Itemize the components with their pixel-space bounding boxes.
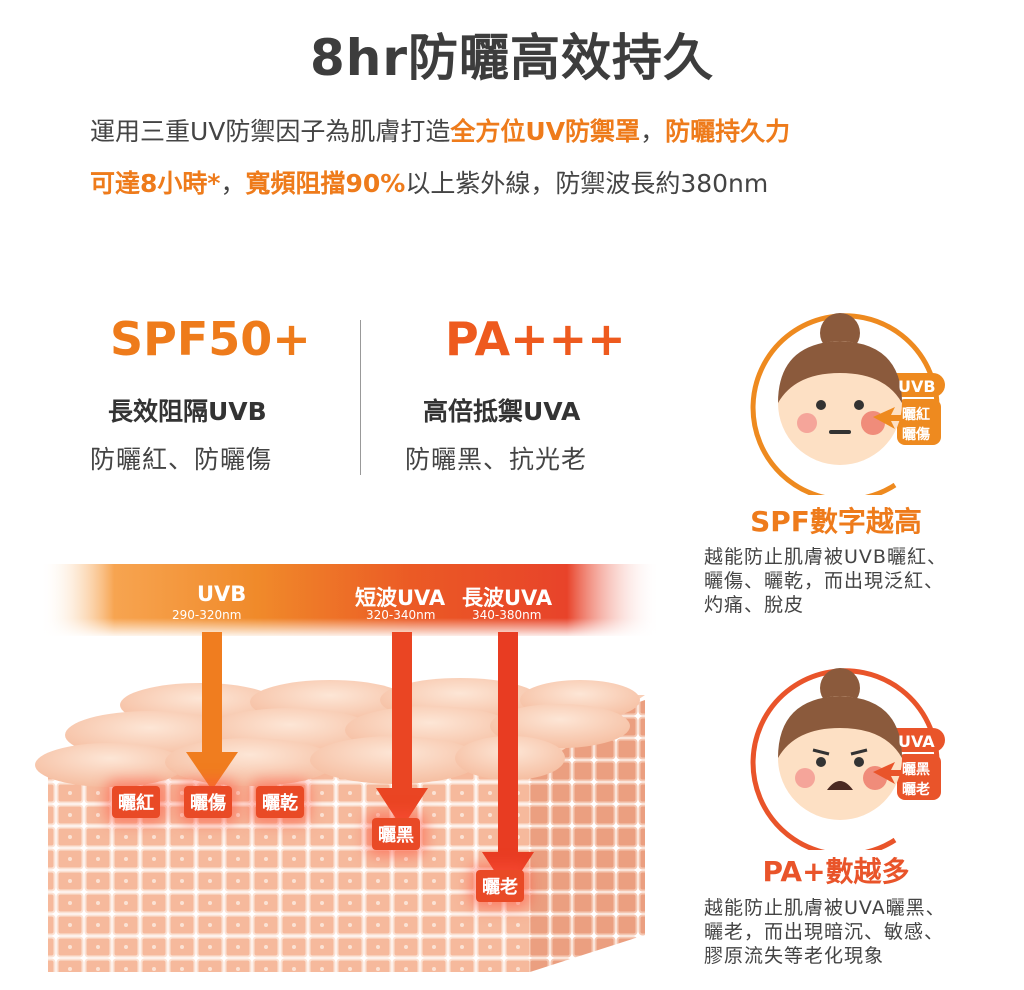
uva-tag-box xyxy=(897,754,941,800)
long-uva-band-label: 長波UVA xyxy=(462,586,553,610)
uvb-face-icon xyxy=(778,313,902,465)
pa-sub-1: 高倍抵禦UVA xyxy=(423,397,581,426)
skin-pillows xyxy=(35,678,640,787)
pa-sub-2: 防曬黑、抗光老 xyxy=(405,445,588,474)
spf-heading: SPF50+ xyxy=(110,312,311,366)
intro-highlight-2: 防曬持久力 xyxy=(665,117,791,146)
spf-side-line-3: 灼痛、脫皮 xyxy=(704,594,805,616)
intro-highlight-3: 可達8小時* xyxy=(90,169,221,198)
short-uva-band-range: 320-340nm xyxy=(366,608,436,622)
long-uva-band-range: 340-380nm xyxy=(472,608,542,622)
face-uva-tag-1: 曬黑 xyxy=(902,762,930,778)
pa-heading: PA+++ xyxy=(445,312,626,366)
spf-side-text: 越能防止肌膚被UVB曬紅、 曬傷、曬乾，而出現泛紅、 灼痛、脫皮 xyxy=(704,545,994,617)
spf-side-heading: SPF數字越高 xyxy=(750,505,922,538)
pa-side-line-3: 膠原流失等老化現象 xyxy=(704,945,885,967)
face-uva-illustration xyxy=(750,668,945,850)
uvb-tag-box xyxy=(897,399,941,445)
skin-tag-dry: 曬乾 xyxy=(256,786,304,818)
face-uva-tag-2: 曬老 xyxy=(902,782,930,798)
intro-text-1: 運用三重UV防禦因子為肌膚打造 xyxy=(90,117,451,146)
pa-side-line-1: 越能防止肌膚被UVA曬黑、 xyxy=(704,897,946,919)
uv-band-fade xyxy=(40,564,660,636)
intro-line-1: 運用三重UV防禦因子為肌膚打造全方位UV防禦罩，防曬持久力 xyxy=(90,106,970,158)
intro-line-2: 可達8小時*，寬頻阻擋90%以上紫外線，防禦波長約380nm xyxy=(90,158,970,210)
spf-side-line-2: 曬傷、曬乾，而出現泛紅、 xyxy=(704,570,945,592)
skin-tag-red: 曬紅 xyxy=(112,786,160,818)
uva-ring xyxy=(750,668,940,850)
face-uva-label: UVA xyxy=(898,732,935,751)
face-uvb-label: UVB xyxy=(898,377,936,396)
intro-highlight-1: 全方位UV防禦罩 xyxy=(450,117,641,146)
uvb-pointer-icon xyxy=(873,407,903,429)
skin-illustration xyxy=(35,564,660,972)
spf-side-line-1: 越能防止肌膚被UVB曬紅、 xyxy=(704,546,947,568)
skin-tag-aging: 曬老 xyxy=(476,870,524,902)
page-title: 8hr防曬高效持久 xyxy=(309,29,715,87)
uvb-band-range: 290-320nm xyxy=(172,608,242,622)
uvb-arrow xyxy=(186,632,238,790)
intro-text: 運用三重UV防禦因子為肌膚打造全方位UV防禦罩，防曬持久力 可達8小時*，寬頻阻… xyxy=(90,106,970,210)
pa-side-heading: PA+數越多 xyxy=(762,855,910,888)
pa-side-line-2: 曬老，而出現暗沉、敏感、 xyxy=(704,921,945,943)
skin-tag-dark: 曬黑 xyxy=(372,818,420,850)
intro-text-3: ， xyxy=(220,169,246,198)
face-uvb-tag-1: 曬紅 xyxy=(902,407,930,423)
skin-tag-burn: 曬傷 xyxy=(184,786,232,818)
intro-text-2: ， xyxy=(640,117,666,146)
uvb-band-label: UVB xyxy=(197,582,247,606)
pa-side-text: 越能防止肌膚被UVA曬黑、 曬老，而出現暗沉、敏感、 膠原流失等老化現象 xyxy=(704,896,994,968)
intro-highlight-4: 寬頻阻擋90% xyxy=(245,169,406,198)
intro-text-4: 以上紫外線，防禦波長約380nm xyxy=(405,169,769,198)
uva-face-icon xyxy=(778,668,902,820)
short-uva-arrow xyxy=(376,632,428,828)
column-divider xyxy=(360,320,361,475)
uva-pointer-icon xyxy=(873,762,903,784)
uvb-ring xyxy=(750,313,940,495)
face-uvb-illustration xyxy=(750,313,945,495)
short-uva-band-label: 短波UVA xyxy=(355,586,446,610)
spf-sub-1: 長效阻隔UVB xyxy=(108,397,267,426)
spf-sub-2: 防曬紅、防曬傷 xyxy=(90,445,273,474)
face-uvb-tag-2: 曬傷 xyxy=(902,427,930,443)
